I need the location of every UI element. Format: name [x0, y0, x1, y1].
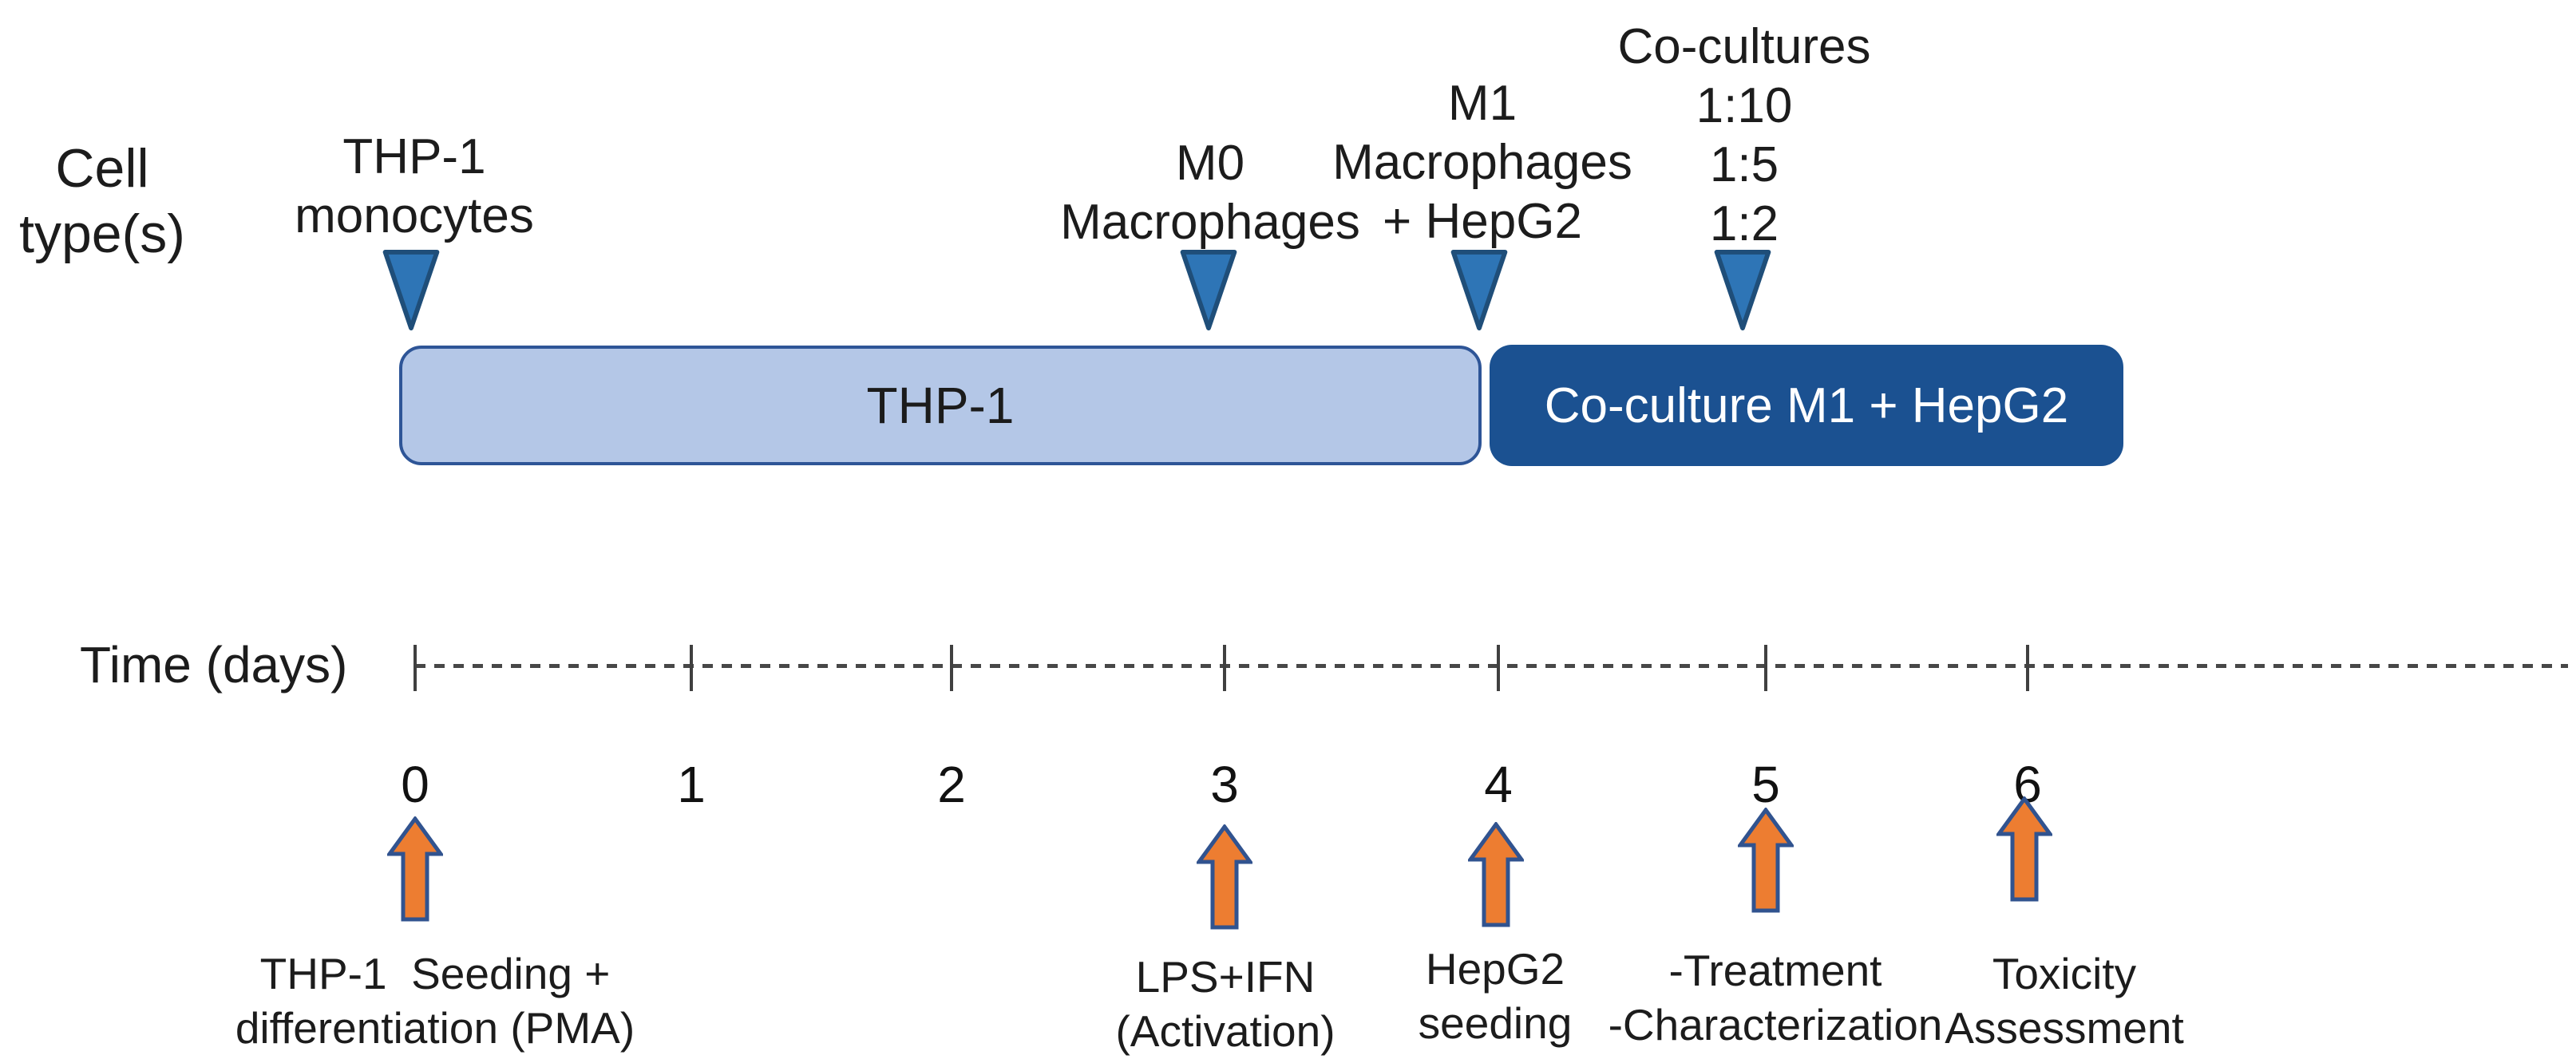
axis-tick-day-1 — [690, 645, 693, 691]
day-number-3: 3 — [1210, 756, 1239, 813]
milestone-triangle-icon — [1178, 247, 1239, 336]
event-arrow-icon-day-5 — [1736, 806, 1795, 917]
bar-thp1: THP-1 — [399, 346, 1482, 465]
axis-tick-day-0 — [414, 645, 417, 691]
event-label-line: seeding — [1418, 998, 1573, 1048]
annotation-line: Co-cultures — [1617, 19, 1871, 74]
annotation-line: Macrophages — [1060, 195, 1360, 250]
event-label-line: differentiation (PMA) — [235, 1003, 635, 1053]
time-axis-label: Time (days) — [80, 636, 348, 694]
day-number-4: 4 — [1484, 756, 1513, 813]
annotation-line: M1 — [1447, 76, 1518, 131]
annotation-line: 1:10 — [1696, 78, 1793, 133]
timeline-dashed-line — [415, 664, 2568, 668]
event-label-day-3: LPS+IFN(Activation) — [1115, 950, 1335, 1058]
axis-tick-day-2 — [950, 645, 953, 691]
event-arrow-icon-day-0 — [386, 815, 445, 926]
annotation-line: THP-1 — [342, 129, 486, 184]
event-arrow-icon-day-3 — [1195, 823, 1254, 934]
event-label-line: LPS+IFN — [1135, 952, 1316, 1002]
event-arrow-icon-day-4 — [1466, 820, 1525, 931]
event-label-day-0: THP-1 Seeding + differentiation (PMA) — [235, 946, 635, 1055]
milestone-triangle-icon — [1449, 247, 1510, 336]
axis-tick-day-3 — [1223, 645, 1226, 691]
event-label-line: -Characterization — [1608, 1000, 1943, 1049]
day-number-0: 0 — [401, 756, 429, 813]
event-label-line: HepG2 — [1425, 944, 1565, 994]
annotation-line: monocytes — [295, 188, 534, 243]
axis-tick-day-5 — [1764, 645, 1767, 691]
cell-types-row-label: Cell type(s) — [19, 136, 185, 267]
cell-types-line2: type(s) — [19, 204, 185, 264]
milestone-triangle-icon — [1712, 247, 1773, 336]
bar-label-coculture-m1-hepg2: Co-culture M1 + HepG2 — [1544, 377, 2069, 433]
annotation-line: M0 — [1175, 136, 1245, 191]
day-number-2: 2 — [937, 756, 966, 813]
day-number-5: 5 — [1751, 756, 1780, 813]
bar-coculture-m1-hepg2: Co-culture M1 + HepG2 — [1490, 345, 2123, 466]
annotation-line: 1:2 — [1709, 196, 1779, 251]
event-label-line: THP-1 Seeding + — [259, 949, 611, 998]
annotation-line: Macrophages — [1332, 135, 1632, 190]
cell-types-line1: Cell — [55, 138, 149, 199]
milestone-triangle-icon — [381, 247, 441, 336]
bar-label-thp1: THP-1 — [866, 377, 1015, 434]
event-label-line: (Activation) — [1115, 1006, 1335, 1056]
event-arrow-icon-day-6 — [1995, 795, 2054, 906]
event-label-line: -Treatment — [1668, 946, 1882, 995]
event-label-line: Assessment — [1945, 1003, 2184, 1053]
annotation-line: + HepG2 — [1383, 194, 1582, 249]
event-label-line: Toxicity — [1992, 949, 2137, 998]
day-number-1: 1 — [677, 756, 706, 813]
annotation-line: 1:5 — [1709, 137, 1779, 192]
axis-tick-day-4 — [1497, 645, 1500, 691]
event-label-day-5: -Treatment -Characterization — [1609, 943, 1943, 1052]
axis-tick-day-6 — [2026, 645, 2029, 691]
